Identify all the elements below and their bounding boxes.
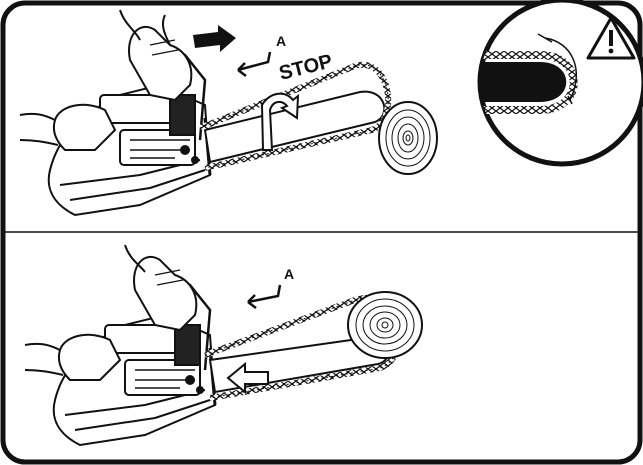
rear-hand-top	[19, 103, 117, 151]
front-hand-bottom	[124, 244, 198, 332]
push-arrow-solid	[193, 25, 236, 52]
top-panel: A STOP	[19, 0, 643, 217]
bottom-panel: A	[24, 244, 423, 447]
log-end-top	[378, 101, 438, 175]
rear-hand-bottom	[24, 333, 122, 381]
push-arrow-outline	[226, 361, 269, 395]
front-hand-top	[119, 9, 193, 102]
callout-leader-bottom	[247, 284, 282, 309]
saw-chain-top	[198, 61, 392, 171]
callout-leader-top	[237, 51, 272, 77]
callout-letter-a-bottom: A	[284, 266, 294, 282]
log-end-bottom	[347, 291, 423, 359]
kickback-arrow	[260, 92, 300, 151]
warning-triangle-icon	[586, 16, 636, 60]
callout-letter-a-top: A	[276, 33, 286, 49]
